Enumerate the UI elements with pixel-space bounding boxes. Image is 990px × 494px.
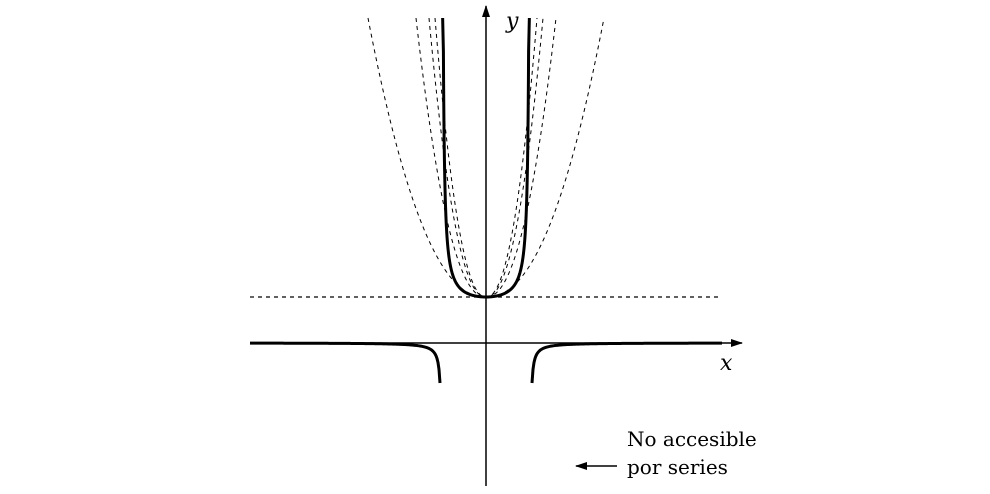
- upper-u-curve: [441, 17, 531, 299]
- annotation-line-1: No accesible: [627, 427, 757, 451]
- y-axis-label: y: [505, 9, 519, 34]
- lower-left-branch: [249, 341, 442, 384]
- annotation-line-2: por series: [627, 455, 728, 479]
- dashed-approximation-curve-1: [367, 17, 605, 298]
- lower-right-branch: [530, 341, 723, 384]
- x-axis-label: x: [720, 351, 733, 376]
